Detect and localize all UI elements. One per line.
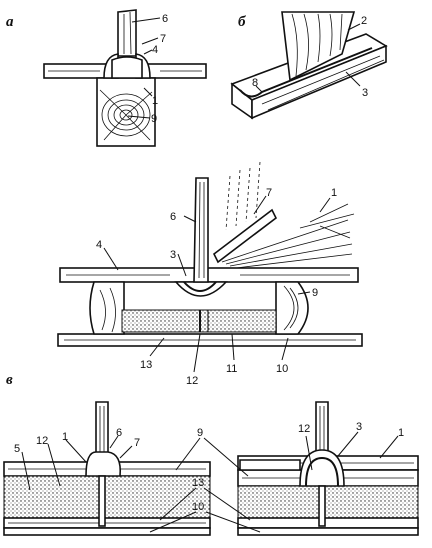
label-4-mid: 4 [96,239,102,251]
label-5-c: 5 [14,443,20,455]
label-3-c: 3 [356,421,362,433]
detail-middle: 6 7 1 3 4 9 13 12 11 10 [57,161,363,387]
label-2-b: 2 [361,15,367,27]
label-10-mid: 10 [276,363,288,375]
label-9-mid: 9 [312,287,318,299]
label-1-c-right: 1 [398,427,404,439]
label-3-b: 3 [362,87,368,99]
panel-b-label: б [238,14,246,30]
panel-a-label: а [6,14,14,30]
angled-slat [212,208,278,264]
label-12-c-left: 12 [36,435,48,447]
shared-leaders: 9 13 10 [149,427,261,533]
panel-a: а 6 7 4 1 9 [6,9,207,147]
label-13-mid: 13 [140,359,152,371]
label-1-c-left: 1 [62,431,68,443]
label-6-c: 6 [116,427,122,439]
plank [281,11,356,82]
panel-c-label: в [6,372,13,388]
label-6-a: 6 [162,13,168,25]
panel-c-left: 5 12 1 6 7 [3,401,211,536]
label-4-a: 4 [152,44,158,56]
label-9-a: 9 [151,113,157,125]
insulation-right [237,485,419,519]
groove-bar [174,281,228,297]
insulation-left [3,475,211,519]
growth-rings [99,89,153,141]
label-8-b: 8 [252,77,258,89]
label-7-c: 7 [134,437,140,449]
label-13-c: 13 [192,477,204,489]
label-1-a: 1 [152,95,158,107]
label-3-mid: 3 [170,249,176,261]
label-11-mid: 11 [226,363,237,375]
label-7-a: 7 [160,33,166,45]
label-10-c: 10 [192,501,204,513]
label-9-c: 9 [197,427,203,439]
middle-upright [193,177,209,283]
label-12-mid: 12 [186,375,198,387]
label-6-mid: 6 [170,211,176,223]
hatching-lines [225,161,261,231]
upright-post [117,9,137,57]
panel-c-right: 12 3 1 [237,401,419,536]
label-1-mid: 1 [331,187,337,199]
panel-b: б 2 3 8 [230,11,388,120]
label-7-mid: 7 [266,187,272,199]
label-12-c-right: 12 [298,423,310,435]
fiber-bundle [221,203,355,269]
